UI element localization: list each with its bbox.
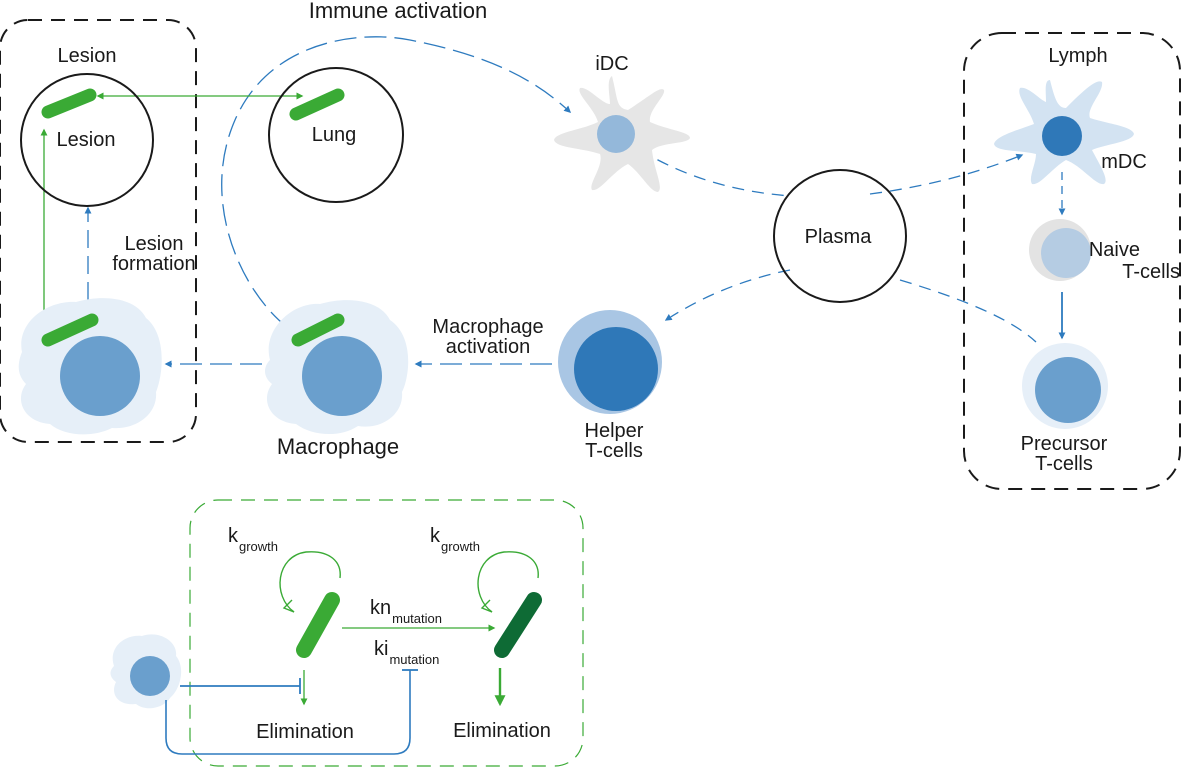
naive-label-line2: T-cells — [1122, 261, 1180, 283]
immune-activation-arrow — [221, 36, 572, 328]
lymph-box-title: Lymph — [1048, 45, 1107, 67]
lesion-bacterium-icon — [41, 88, 97, 119]
lymph-compartment-box — [963, 32, 1181, 490]
lesion-macrophage-nucleus-icon — [60, 336, 140, 416]
plasma-label: Plasma — [805, 226, 873, 248]
ki-mutation-label: kimutation — [374, 638, 439, 667]
growth-loop-2-arrowhead-icon — [480, 599, 493, 613]
precursor-label-line1: Precursor — [1021, 433, 1108, 455]
effector-cell-nucleus-icon — [130, 656, 170, 696]
macrophage-bacterium-icon — [291, 313, 345, 347]
naive-label-line1: Naive — [1089, 239, 1140, 261]
lesion-box-title: Lesion — [58, 45, 117, 67]
macrophage-activation-label-line1: Macrophage — [432, 316, 543, 338]
plasma-to-precursor-line — [899, 279, 1037, 343]
k-growth-1-label: kgrowth — [228, 525, 278, 554]
wildtype-bacterium-icon — [296, 592, 340, 658]
idc-to-plasma-line — [639, 149, 791, 197]
growth-loop-2-arrow — [477, 551, 539, 613]
lesion-formation-label-line2: formation — [112, 253, 195, 275]
macrophage-nucleus-icon — [302, 336, 382, 416]
mutant-bacterium-icon — [494, 592, 542, 658]
precursor-tcell-nucleus-icon — [1035, 357, 1101, 423]
naive-tcell-nucleus-icon — [1041, 228, 1091, 278]
precursor-label-line2: T-cells — [1035, 453, 1093, 475]
mdc-nucleus-icon — [1042, 116, 1082, 156]
helper-label-line2: T-cells — [585, 440, 643, 462]
mdc-label: mDC — [1101, 151, 1147, 173]
macrophage-activation-label-line2: activation — [446, 336, 531, 358]
helper-label-line1: Helper — [585, 420, 644, 442]
mutation-inhibition-line — [165, 670, 411, 755]
lesion-circle-label: Lesion — [57, 129, 116, 151]
lung-circle — [268, 67, 404, 203]
lesion-compartment-box — [0, 19, 197, 443]
idc-nucleus-icon — [597, 115, 635, 153]
lesion-circle — [20, 73, 154, 207]
growth-loop-1-arrow — [279, 551, 341, 613]
lesion-formation-label-line1: Lesion — [125, 233, 184, 255]
idc-label: iDC — [595, 53, 628, 75]
helper-tcell-nucleus-icon — [574, 327, 658, 411]
immune-activation-label: Immune activation — [309, 0, 488, 23]
plasma-circle — [773, 169, 907, 303]
elimination-1-label: Elimination — [256, 721, 354, 743]
plasma-to-mdc-arrow — [869, 153, 1024, 195]
lesion-macrophage-bacterium-icon — [41, 313, 99, 347]
plasma-to-helper-arrow — [664, 269, 791, 321]
lung-bacterium-icon — [289, 88, 345, 121]
growth-loop-1-arrowhead-icon — [282, 599, 295, 613]
lung-label: Lung — [312, 124, 357, 146]
elimination-2-label: Elimination — [453, 720, 551, 742]
macrophage-label: Macrophage — [277, 434, 399, 459]
k-growth-2-label: kgrowth — [430, 525, 480, 554]
mutation-model-box — [189, 499, 584, 767]
kn-mutation-label: knmutation — [370, 597, 442, 626]
